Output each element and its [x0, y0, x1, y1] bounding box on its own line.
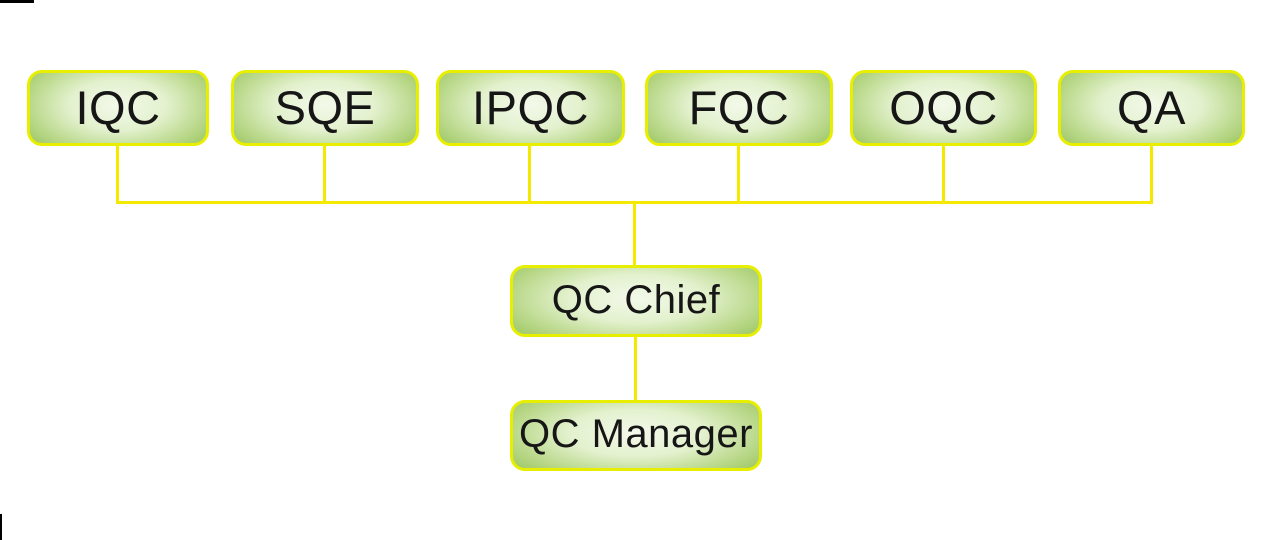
- node-iqc-label: IQC: [75, 80, 161, 134]
- node-qc-chief-label: QC Chief: [551, 277, 721, 322]
- node-qa: QA: [1058, 70, 1245, 146]
- node-oqc: OQC: [850, 70, 1037, 146]
- connector-drop-fqc: [737, 145, 740, 204]
- node-ipqc: IPQC: [436, 70, 625, 146]
- connector-bus-to-chief: [633, 201, 636, 267]
- page-border-fragment-top-left: [0, 0, 34, 3]
- connector-chief-to-manager: [634, 335, 637, 402]
- node-qc-manager: QC Manager: [510, 400, 762, 471]
- node-iqc: IQC: [27, 70, 209, 146]
- node-qc-manager-label: QC Manager: [519, 412, 753, 456]
- connector-drop-sqe: [323, 145, 326, 204]
- page-border-fragment-bottom-left: [0, 514, 2, 540]
- connector-drop-ipqc: [528, 145, 531, 204]
- node-qc-chief: QC Chief: [510, 265, 762, 337]
- connector-drop-qa: [1150, 145, 1153, 204]
- node-fqc-label: FQC: [688, 80, 790, 134]
- node-oqc-label: OQC: [889, 80, 998, 134]
- connector-drop-iqc: [116, 145, 119, 204]
- connector-drop-oqc: [942, 145, 945, 204]
- node-ipqc-label: IPQC: [472, 80, 589, 134]
- node-qa-label: QA: [1117, 80, 1186, 134]
- node-sqe: SQE: [231, 70, 419, 146]
- node-sqe-label: SQE: [274, 80, 376, 134]
- node-fqc: FQC: [645, 70, 833, 146]
